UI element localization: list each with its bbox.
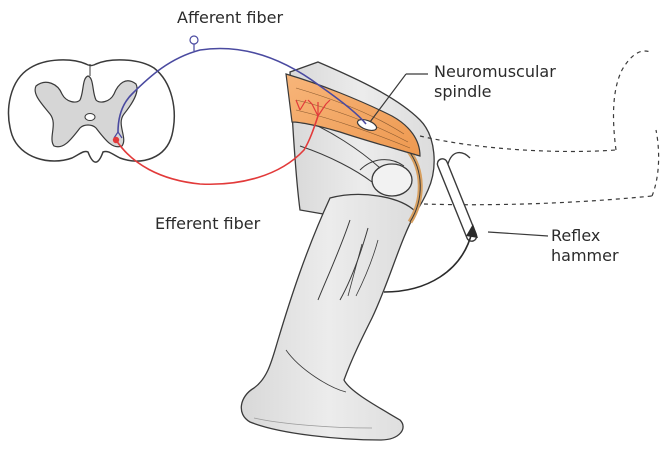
spinal-cord-section: [9, 60, 175, 162]
reflex-hammer: [436, 153, 548, 243]
reflex-hammer-label-line2: hammer: [551, 246, 619, 266]
reflex-hammer-label: Reflex hammer: [551, 226, 619, 266]
reflex-hammer-label-line1: Reflex: [551, 226, 619, 246]
neuromuscular-spindle-label-line1: Neuromuscular: [434, 62, 556, 82]
afferent-fiber-label: Afferent fiber: [177, 8, 283, 28]
neuromuscular-spindle-label-line2: spindle: [434, 82, 556, 102]
efferent-fiber-label: Efferent fiber: [155, 214, 260, 234]
neuromuscular-spindle-label: Neuromuscular spindle: [434, 62, 556, 102]
